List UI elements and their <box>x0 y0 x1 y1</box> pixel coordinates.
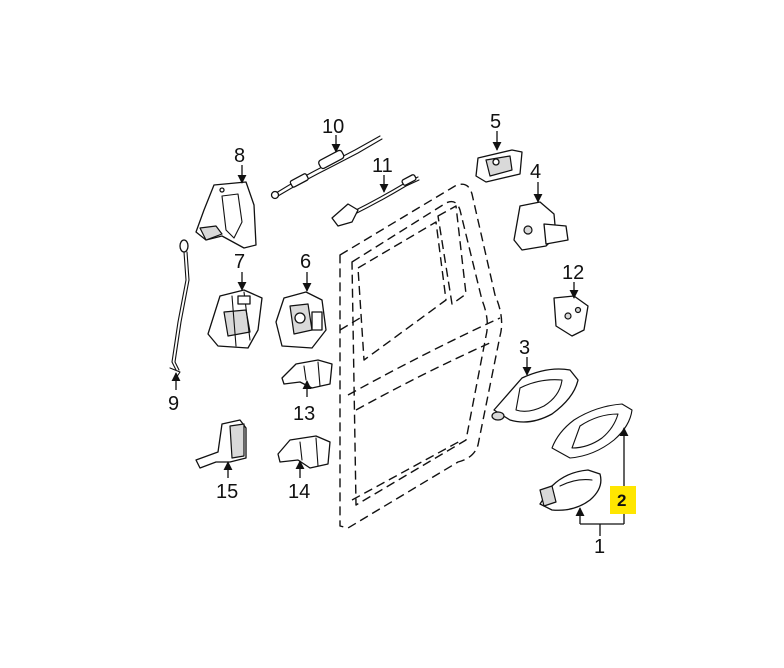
callout-14: 14 <box>288 481 310 503</box>
callout-13: 13 <box>293 403 315 425</box>
part-6-latch[interactable] <box>275 291 327 349</box>
part-3-handle-bezel[interactable] <box>491 368 579 423</box>
callout-6: 6 <box>300 251 311 273</box>
part-10-cable[interactable] <box>270 135 383 200</box>
part-7-lock-actuator[interactable] <box>207 289 263 349</box>
part-5-inside-handle[interactable] <box>475 149 523 183</box>
callout-5: 5 <box>490 111 501 133</box>
part-1-outside-handle[interactable] <box>539 469 602 511</box>
callout-1: 1 <box>594 536 605 558</box>
part-8-lock-cover[interactable] <box>195 181 257 249</box>
part-9-rod[interactable] <box>169 239 190 379</box>
part-4-handle-carrier[interactable] <box>513 201 569 251</box>
callout-7: 7 <box>234 251 245 273</box>
door-shell <box>339 183 503 529</box>
callout-9: 9 <box>168 393 179 415</box>
callout-15: 15 <box>216 481 238 503</box>
callout-8: 8 <box>234 145 245 167</box>
callout-10: 10 <box>322 116 344 138</box>
part-13-striker[interactable] <box>281 359 333 389</box>
callout-3: 3 <box>519 337 530 359</box>
callout-2-highlight <box>610 486 636 514</box>
callout-4: 4 <box>530 161 541 183</box>
part-14-striker-plate[interactable] <box>277 435 331 469</box>
part-2-gasket[interactable] <box>551 403 633 459</box>
part-12-hinge[interactable] <box>553 295 589 337</box>
part-15-bracket[interactable] <box>195 419 247 469</box>
callout-2: 2 <box>617 491 626 510</box>
part-11-rod[interactable] <box>331 174 420 227</box>
callout-11: 11 <box>372 155 393 177</box>
callout-12: 12 <box>562 262 584 284</box>
